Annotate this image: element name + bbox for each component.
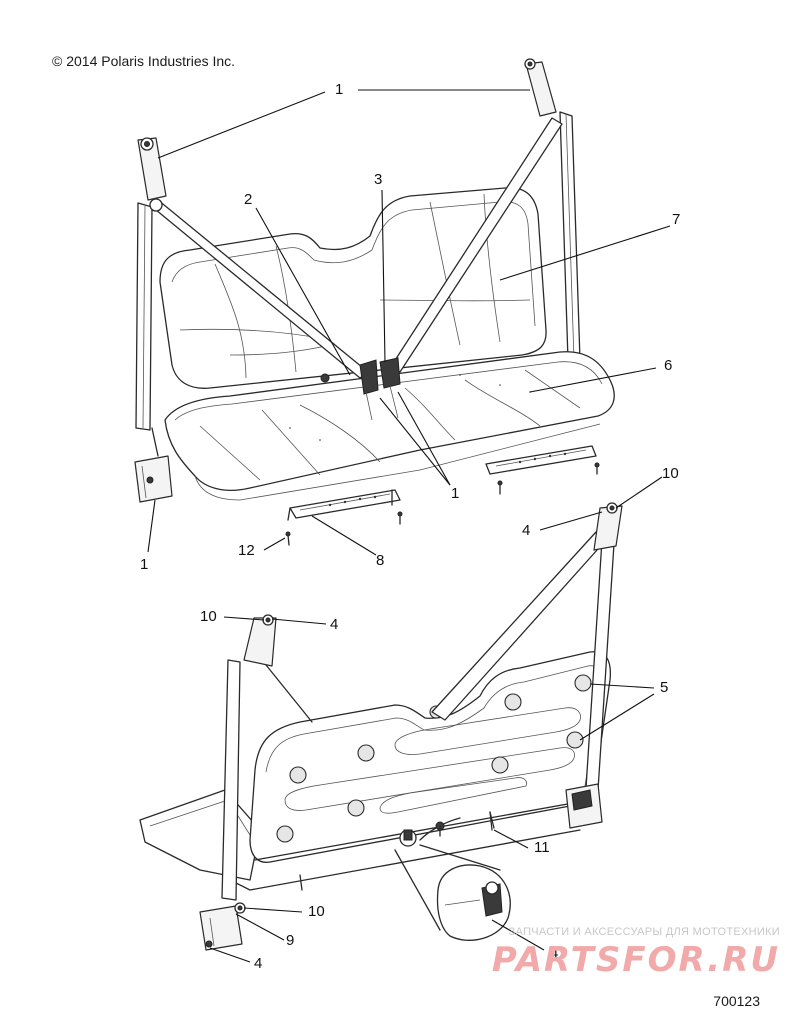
right-upper-anchor (524, 58, 557, 117)
bolt-detail-bubble (394, 829, 511, 941)
callout-4-bottom-detail: 4 (550, 945, 559, 962)
left-mounting-bracket (287, 489, 401, 521)
bracket-screw-far-right (594, 462, 600, 475)
rear-right-retractor (565, 783, 603, 829)
rear-right-upper-anchor (593, 502, 623, 551)
callout-8: 8 (376, 552, 385, 569)
callout-2: 2 (244, 191, 253, 208)
watermark-tagline: ЗАПЧАСТИ И АКСЕССУАРЫ ДЛЯ МОТОТЕХНИКИ (508, 926, 780, 938)
callout-4-bottom-left: 4 (254, 955, 263, 972)
buckle-anchor-bolt (320, 373, 330, 383)
rear-seat-cushion (139, 789, 261, 881)
bracket-screw-left (397, 511, 403, 525)
right-belt-strap (559, 111, 581, 361)
callout-5: 5 (660, 679, 669, 696)
rear-seat-assembly (139, 502, 623, 951)
rear-left-retractor (199, 902, 246, 951)
watermark: ЗАПЧАСТИ И АКСЕССУАРЫ ДЛЯ МОТОТЕХНИКИ PA… (480, 926, 780, 980)
callout-1-bottom-left: 1 (140, 556, 149, 573)
callout-4-mid-left: 4 (330, 616, 339, 633)
callout-7: 7 (672, 211, 681, 228)
callout-10-bottom: 10 (308, 903, 325, 920)
callout-12: 12 (238, 542, 255, 559)
callout-10-top-right: 10 (662, 465, 679, 482)
rear-left-upper-anchor (243, 614, 277, 667)
copyright-notice: © 2014 Polaris Industries Inc. (52, 53, 236, 69)
rear-left-belt-strap (221, 659, 241, 901)
watermark-logo: PARTSFOR.RU (491, 940, 780, 980)
seat-back (159, 187, 547, 389)
callout-1-center: 1 (451, 485, 460, 502)
front-seat-assembly (134, 58, 615, 546)
bolt-11 (435, 811, 493, 837)
callout-leader-lines (147, 89, 671, 963)
left-upper-anchor (137, 137, 167, 212)
right-shoulder-belt-webbing (389, 117, 563, 373)
callout-1-top: 1 (335, 81, 344, 98)
right-mounting-bracket (485, 445, 597, 475)
center-buckle-left (359, 359, 379, 421)
left-belt-strap (135, 202, 153, 431)
callout-6: 6 (664, 357, 673, 374)
center-buckle-right (379, 357, 401, 419)
left-floor-retractor (134, 427, 173, 503)
rear-left-belt-tether (261, 659, 313, 723)
figure-number: 700123 (713, 993, 760, 1009)
callout-11: 11 (534, 839, 550, 856)
bracket-screw-right (497, 480, 503, 495)
grommet-5 (574, 674, 592, 692)
callout-10-mid-left: 10 (200, 608, 217, 625)
screw-12 (285, 531, 291, 546)
callout-4-top-right: 4 (522, 522, 531, 539)
callout-3: 3 (374, 171, 383, 188)
seat-base (164, 351, 615, 501)
callout-9: 9 (286, 932, 295, 949)
